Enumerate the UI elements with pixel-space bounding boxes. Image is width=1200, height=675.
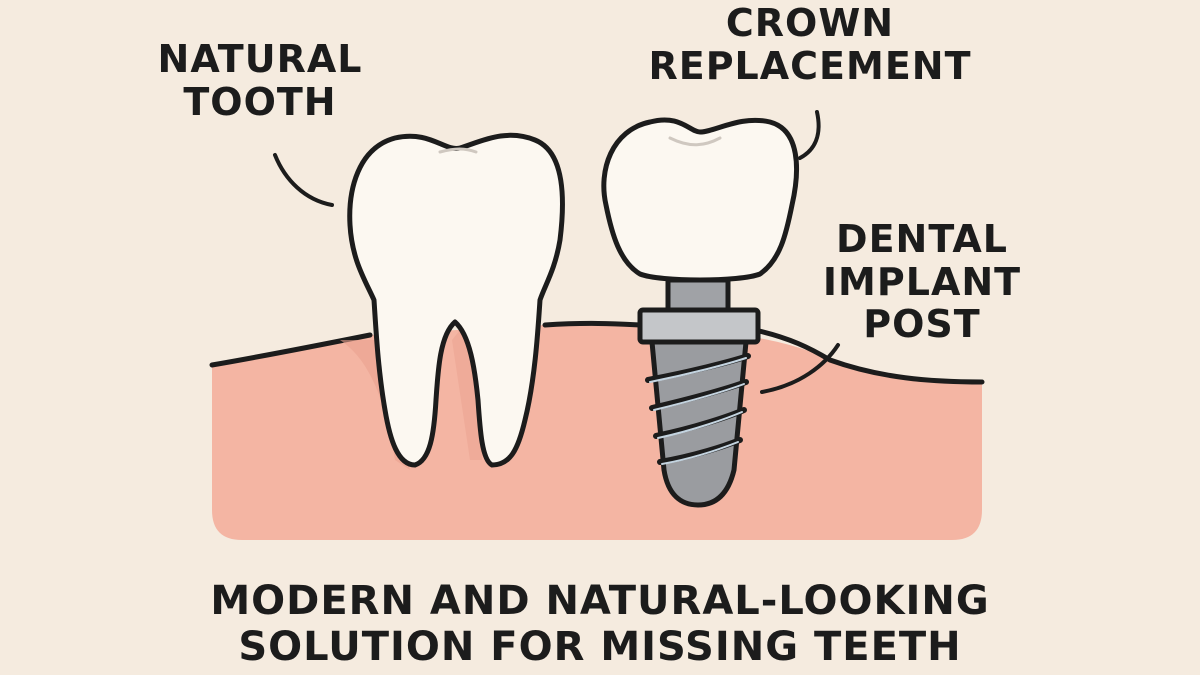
label-crown-line2: REPLACEMENT (648, 43, 972, 88)
implant-post-icon (637, 277, 761, 508)
crown-icon (601, 117, 799, 283)
caption-line2: SOLUTION FOR MISSING TEETH (238, 624, 962, 670)
leader-line-natural (273, 153, 334, 207)
leader-line-implant (760, 343, 840, 394)
label-natural-tooth: NATURAL TOOTH (140, 38, 380, 123)
leader-line-crown (798, 110, 821, 160)
label-natural-line1: NATURAL (157, 37, 363, 81)
label-implant-line1: DENTAL (836, 217, 1008, 261)
label-implant-line2: IMPLANT (822, 259, 1022, 304)
label-dental-implant-post: DENTAL IMPLANT POST (812, 218, 1032, 346)
label-natural-line2: TOOTH (183, 79, 337, 124)
caption: MODERN AND NATURAL-LOOKING SOLUTION FOR … (150, 578, 1050, 670)
natural-tooth-icon (347, 132, 565, 468)
caption-line1: MODERN AND NATURAL-LOOKING (210, 578, 990, 624)
label-crown-replacement: CROWN REPLACEMENT (620, 2, 1000, 87)
gum-tissue (209, 320, 985, 540)
label-crown-line1: CROWN (725, 1, 895, 45)
label-implant-line3: POST (863, 302, 981, 347)
